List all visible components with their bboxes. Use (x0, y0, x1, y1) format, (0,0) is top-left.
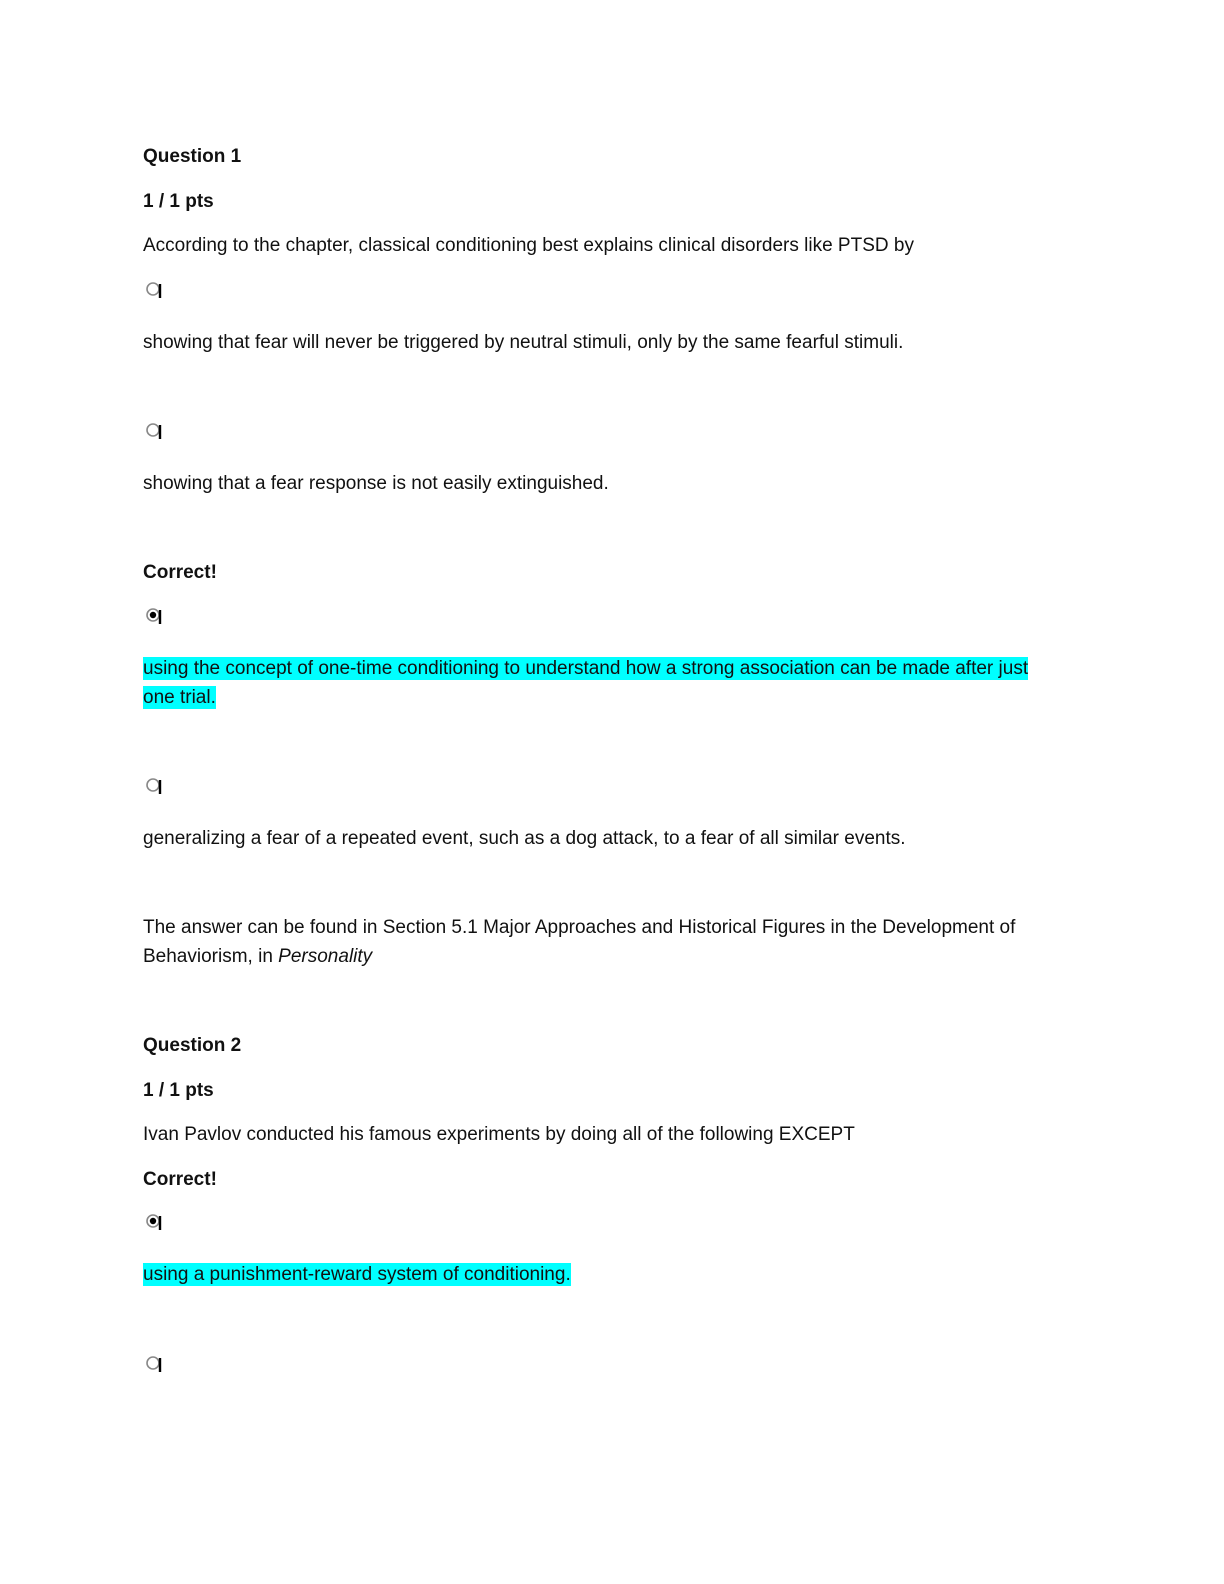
radio-unselected-icon (146, 423, 162, 439)
answer-highlight: using the concept of one-time conditioni… (143, 657, 1029, 709)
radio-unselected-icon (146, 1356, 162, 1372)
question-1-option-2-text: showing that a fear response is not easi… (143, 473, 609, 494)
feedback-text: The answer can be found in Section 5.1 M… (143, 917, 1016, 967)
question-1-option-4-text: generalizing a fear of a repeated event,… (143, 828, 906, 849)
question-1-points: 1 / 1 pts (143, 191, 214, 212)
radio-unselected-icon (146, 778, 162, 794)
question-2-correct-label: Correct! (143, 1169, 217, 1190)
radio-selected-icon (146, 608, 162, 624)
question-2-title: Question 2 (143, 1035, 242, 1056)
question-1-option-2-radio[interactable] (145, 421, 165, 441)
question-1-option-3-text: using the concept of one-time conditioni… (143, 654, 1058, 712)
feedback-book-title: Personality (278, 946, 373, 967)
question-2-option-1-text: using a punishment-reward system of cond… (143, 1260, 571, 1289)
answer-highlight: using a punishment-reward system of cond… (143, 1263, 571, 1286)
question-1-option-3-radio[interactable] (145, 606, 165, 626)
question-1-option-4-radio[interactable] (145, 776, 165, 796)
question-1-feedback: The answer can be found in Section 5.1 M… (143, 913, 1058, 971)
question-1-correct-label: Correct! (143, 562, 217, 583)
question-1-option-1-radio[interactable] (145, 280, 165, 300)
question-2-option-2-radio[interactable] (145, 1354, 165, 1374)
question-2-prompt: Ivan Pavlov conducted his famous experim… (143, 1124, 855, 1145)
radio-selected-icon (146, 1214, 162, 1230)
question-2-points: 1 / 1 pts (143, 1080, 214, 1101)
question-1-option-1-text: showing that fear will never be triggere… (143, 332, 904, 353)
question-2-option-1-radio[interactable] (145, 1212, 165, 1232)
question-1-title: Question 1 (143, 146, 242, 167)
radio-unselected-icon (146, 282, 162, 298)
question-1-prompt: According to the chapter, classical cond… (143, 235, 914, 256)
